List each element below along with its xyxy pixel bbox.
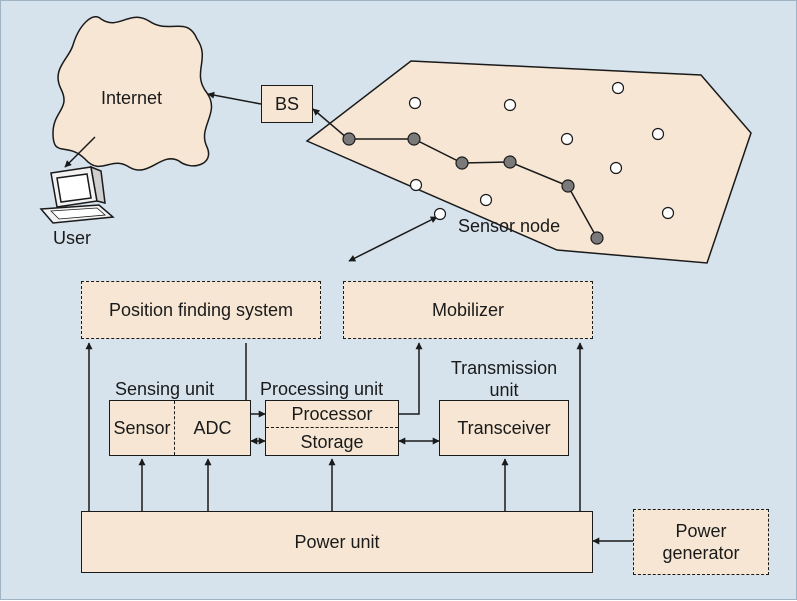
idle-nodes bbox=[408, 81, 675, 221]
internet-cloud-shape bbox=[52, 16, 213, 171]
sensor-node bbox=[560, 132, 574, 146]
sensor-node-label: Sensor node bbox=[458, 216, 561, 236]
transceiver-label: Transceiver bbox=[457, 418, 551, 438]
adc-cell: ADC bbox=[175, 401, 250, 455]
sensor-cell: Sensor bbox=[110, 401, 175, 455]
arrow-node-to-bs bbox=[312, 108, 348, 139]
processing-unit-label: Processing unit bbox=[260, 379, 384, 399]
power-unit-box: Power unit bbox=[81, 511, 593, 573]
sensor-node bbox=[611, 81, 625, 95]
transceiver-box: Transceiver bbox=[439, 400, 569, 456]
bs-box: BS bbox=[261, 85, 313, 123]
position-finding-box: Position finding system bbox=[81, 281, 321, 339]
bs-label: BS bbox=[274, 94, 299, 114]
sensor-node bbox=[409, 178, 423, 192]
processing-unit-box: Processor Storage bbox=[265, 400, 399, 456]
transmission-unit-label: Transmission unit bbox=[439, 357, 569, 401]
sensor-node bbox=[433, 207, 447, 221]
routing-node bbox=[455, 156, 469, 170]
routing-node bbox=[503, 155, 517, 169]
sensor-node bbox=[651, 127, 665, 141]
computer-icon bbox=[39, 165, 115, 224]
internet-label: Internet bbox=[101, 88, 163, 108]
transmission-unit-line1: Transmission bbox=[450, 358, 558, 378]
sensor-field-area bbox=[305, 60, 752, 264]
routing-node bbox=[561, 179, 575, 193]
storage-cell: Storage bbox=[266, 428, 398, 455]
power-generator-box: Power generator bbox=[633, 509, 769, 575]
sensing-unit-label: Sensing unit bbox=[115, 379, 215, 399]
mobilizer-label: Mobilizer bbox=[431, 300, 505, 320]
sensor-node bbox=[479, 193, 493, 207]
power-generator-line1: Power bbox=[675, 521, 727, 541]
arrow-node-zoom bbox=[348, 216, 438, 262]
sensor-label: Sensor bbox=[113, 418, 171, 438]
processor-cell: Processor bbox=[266, 401, 398, 428]
processor-label: Processor bbox=[291, 404, 373, 424]
storage-label: Storage bbox=[300, 431, 364, 452]
routing-node bbox=[590, 231, 604, 245]
sensor-node bbox=[609, 161, 623, 175]
user-label: User bbox=[53, 228, 92, 248]
arrow-processor-to-mobilizer bbox=[399, 342, 423, 415]
power-unit-label: Power unit bbox=[294, 532, 380, 552]
arrow-bs-to-internet bbox=[207, 91, 262, 105]
position-finding-label: Position finding system bbox=[108, 300, 294, 320]
sensor-node bbox=[408, 96, 422, 110]
adc-label: ADC bbox=[193, 418, 232, 438]
sensing-unit-box: Sensor ADC bbox=[109, 400, 251, 456]
mobilizer-box: Mobilizer bbox=[343, 281, 593, 339]
routing-node bbox=[342, 132, 356, 146]
transmission-unit-line2: unit bbox=[489, 380, 519, 400]
sensor-node bbox=[503, 98, 517, 112]
power-generator-line2: generator bbox=[662, 543, 740, 563]
arrow-internet-to-user bbox=[64, 136, 96, 168]
routing-path bbox=[349, 138, 598, 239]
routing-node bbox=[407, 132, 421, 146]
sensor-node bbox=[661, 206, 675, 220]
routing-nodes bbox=[342, 132, 604, 245]
